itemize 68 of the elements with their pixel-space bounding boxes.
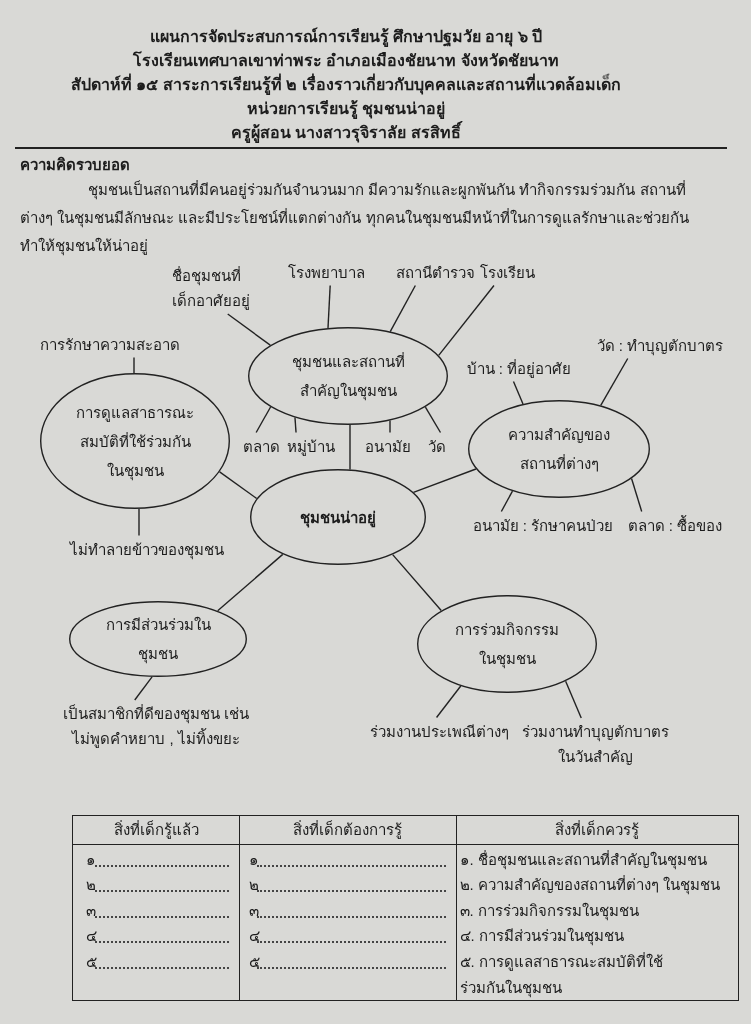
connector-line <box>138 508 140 537</box>
list-item: ๑. ชื่อชุมชนและสถานที่สำคัญในชุมชน <box>459 849 708 872</box>
header-line: ครูผู้สอน นางสาวรุจิราลัย สรสิทธิ์ <box>231 122 461 144</box>
connector-line <box>600 357 629 407</box>
connector-line <box>389 419 391 434</box>
branch-label: วัด : ทำบุญตักบาตร <box>593 331 726 359</box>
branch-label: เป็นสมาชิกที่ดีของชุมชน เช่น ไม่พูดคำหยาบ , ไม่ทิ้งขยะ <box>58 700 254 752</box>
branch-label: โรงเรียน <box>476 258 538 286</box>
list-number: ๕ <box>85 951 97 972</box>
connector-line <box>255 406 272 434</box>
header-line: หน่วยการเรียนรู้ ชุมชนน่าอยู่ <box>247 99 446 120</box>
branch-label: ชื่อชุมชนที่เด็กอาศัยอยู่ <box>169 262 253 314</box>
paragraph: ชุมชนเป็นสถานที่มีคนอยู่ร่วมกันจำนวนมาก มีความรักและผูกพันกัน ทำกิจกรรมร่วมกัน สถานที่ต่างๆ ในชุมชนมีลักษณะ และมีประโยชน์ที่แตกต่างกัน ทุกคนในชุมชนมีหน้าที่ในการดูแลรักษาและช่วยกันทำให้ชุมชนให้น่าอยู่ <box>20 179 690 258</box>
branch-label: อนามัย : รักษาคนป่วย <box>469 511 616 539</box>
column-header: สิ่งที่เด็กรู้แล้ว <box>72 815 240 846</box>
branch-label: การรักษาความสะอาด <box>37 330 183 358</box>
topic-ellipse: การร่วมกิจกรรมในชุมชน <box>417 595 597 693</box>
list-number: ๑ <box>85 849 96 870</box>
branch-label: สถานีตำรวจ <box>392 258 478 286</box>
list-item: ๓. การร่วมกิจกรรมในชุมชน <box>459 900 640 923</box>
connector-line <box>294 416 297 434</box>
branch-label: ร่วมงานประเพณีต่างๆ <box>366 717 512 745</box>
branch-label: ตลาด <box>239 432 283 460</box>
header-line: สัปดาห์ที่ ๑๕ สาระการเรียนรู้ที่ ๒ เรื่องราวเกี่ยวกับบุคคลและสถานที่แวดล้อมเด็ก <box>71 74 621 96</box>
header-line: โรงเรียนเทศบาลเขาท่าพระ อำเภอเมืองชัยนาท จังหวัดชัยนาท <box>133 50 559 71</box>
list-number: ๓ <box>85 900 96 921</box>
branch-label: หมู่บ้าน <box>284 432 338 460</box>
branch-label: อนามัย <box>362 432 414 460</box>
connector-line <box>391 553 442 612</box>
branch-label: วัด <box>425 432 449 460</box>
topic-ellipse: ชุมชนและสถานที่สำคัญในชุมชน <box>248 327 448 425</box>
connector-line <box>217 553 284 612</box>
list-number: ๔ <box>248 926 260 947</box>
column-header: สิ่งที่เด็กควรรู้ <box>455 815 739 846</box>
connector-line <box>512 380 524 405</box>
list-number: ๕ <box>248 951 260 972</box>
connector-line <box>424 406 442 434</box>
branch-label: ไม่ทำลายข้าวของชุมชน <box>67 535 227 563</box>
connector-line <box>438 284 495 357</box>
list-item: ๕. การดูแลสาธารณะสมบัติที่ใช้ร่วมกันในชุมชน <box>459 951 664 1000</box>
document-title: แผนการจัดประสบการณ์การเรียนรู้ ศึกษาปฐมวัย อายุ ๖ ปี <box>149 26 543 48</box>
branch-label: ร่วมงานทำบุญตักบาตรในวันสำคัญ <box>517 718 673 770</box>
list-number: ๒ <box>248 875 259 896</box>
connector-line <box>412 468 477 493</box>
connector-line <box>435 685 462 719</box>
connector-line <box>227 313 271 346</box>
connector-line <box>564 680 582 719</box>
connector-line <box>630 477 643 513</box>
topic-ellipse: การมีส่วนร่วมในชุมชน <box>69 601 247 677</box>
list-number: ๓ <box>248 900 259 921</box>
connector-line <box>134 676 153 701</box>
branch-label: ตลาด : ซื้อของ <box>624 511 725 539</box>
list-number: ๔ <box>85 926 97 947</box>
list-item: ๒. ความสำคัญของสถานที่ต่างๆ ในชุมชน <box>459 874 722 897</box>
branch-label: โรงพยาบาล <box>284 258 368 286</box>
list-number: ๒ <box>85 875 96 896</box>
connector-line <box>389 284 417 333</box>
branch-label: บ้าน : ที่อยู่อาศัย <box>463 354 574 382</box>
connector-line <box>327 284 331 329</box>
topic-ellipse: การดูแลสาธารณะสมบัติที่ใช้ร่วมกันในชุมชน <box>40 373 230 509</box>
list-item: ๔. การมีส่วนร่วมในชุมชน <box>459 926 625 948</box>
connector-line <box>133 356 135 374</box>
connector-line <box>218 471 258 500</box>
list-number: ๑ <box>248 849 259 870</box>
connector-line <box>500 490 514 513</box>
section-heading: ความคิดรวบยอด <box>20 155 130 175</box>
central-ellipse: ชุมชนน่าอยู่ <box>250 469 426 565</box>
topic-ellipse: ความสำคัญของสถานที่ต่างๆ <box>468 400 650 498</box>
